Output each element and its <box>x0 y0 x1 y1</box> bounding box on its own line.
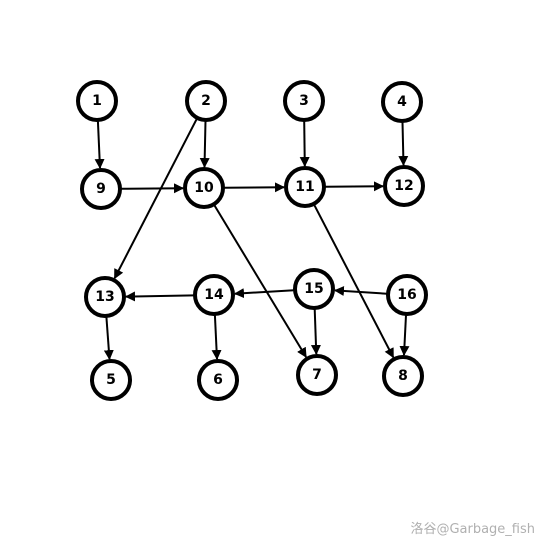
node-6: 6 <box>197 359 239 401</box>
edge-4-to-12 <box>398 121 409 166</box>
edge-10-to-7 <box>213 204 307 358</box>
node-label: 10 <box>194 180 214 196</box>
node-label: 8 <box>398 368 408 384</box>
edge-9-to-10 <box>120 183 184 194</box>
edge-2-to-10 <box>199 120 210 168</box>
node-5: 5 <box>90 359 132 401</box>
node-circle <box>283 80 325 122</box>
node-label: 7 <box>312 367 322 383</box>
node-11: 11 <box>284 166 326 208</box>
node-circle <box>383 165 425 207</box>
edge-1-to-9 <box>94 120 105 169</box>
node-4: 4 <box>381 81 423 123</box>
edge-13-to-5 <box>103 316 114 361</box>
node-circle <box>284 166 326 208</box>
edge-10-to-11 <box>223 182 285 193</box>
node-label: 13 <box>95 289 114 305</box>
node-circle <box>296 354 338 396</box>
node-circle <box>80 168 122 210</box>
node-circle <box>193 274 235 316</box>
node-circle <box>76 80 118 122</box>
node-circle <box>293 268 335 310</box>
node-label: 14 <box>204 287 224 303</box>
node-16: 16 <box>386 274 428 316</box>
node-label: 2 <box>201 93 211 109</box>
node-label: 9 <box>96 181 106 197</box>
node-label: 12 <box>394 178 413 194</box>
node-circle <box>381 81 423 123</box>
node-circle <box>90 359 132 401</box>
node-12: 12 <box>383 165 425 207</box>
node-label: 4 <box>397 94 407 110</box>
node-8: 8 <box>382 355 424 397</box>
node-label: 16 <box>397 287 416 303</box>
node-label: 15 <box>304 281 323 297</box>
edge-14-to-13 <box>125 291 195 302</box>
edge-3-to-11 <box>299 120 310 167</box>
node-10: 10 <box>183 167 225 209</box>
node-circle <box>386 274 428 316</box>
node-circle <box>185 80 227 122</box>
edge-11-to-8 <box>313 204 395 359</box>
node-2: 2 <box>185 80 227 122</box>
node-13: 13 <box>84 276 126 318</box>
node-circle <box>183 167 225 209</box>
node-label: 11 <box>295 179 314 195</box>
node-9: 9 <box>80 168 122 210</box>
edge-15-to-7 <box>310 308 321 355</box>
node-circle <box>382 355 424 397</box>
node-circle <box>197 359 239 401</box>
edge-16-to-15 <box>334 285 388 296</box>
edge-14-to-6 <box>211 314 222 360</box>
node-label: 1 <box>92 93 102 109</box>
watermark-text: 洛谷@Garbage_fish <box>410 522 535 537</box>
node-15: 15 <box>293 268 335 310</box>
node-label: 3 <box>299 93 309 109</box>
node-circle <box>84 276 126 318</box>
edge-15-to-14 <box>234 288 295 299</box>
edge-11-to-12 <box>324 181 384 192</box>
edge-2-to-13 <box>113 118 198 280</box>
node-label: 5 <box>106 372 116 388</box>
node-3: 3 <box>283 80 325 122</box>
node-7: 7 <box>296 354 338 396</box>
node-label: 6 <box>213 372 223 388</box>
edges-layer <box>94 118 410 361</box>
node-14: 14 <box>193 274 235 316</box>
edge-16-to-8 <box>399 314 410 356</box>
node-1: 1 <box>76 80 118 122</box>
